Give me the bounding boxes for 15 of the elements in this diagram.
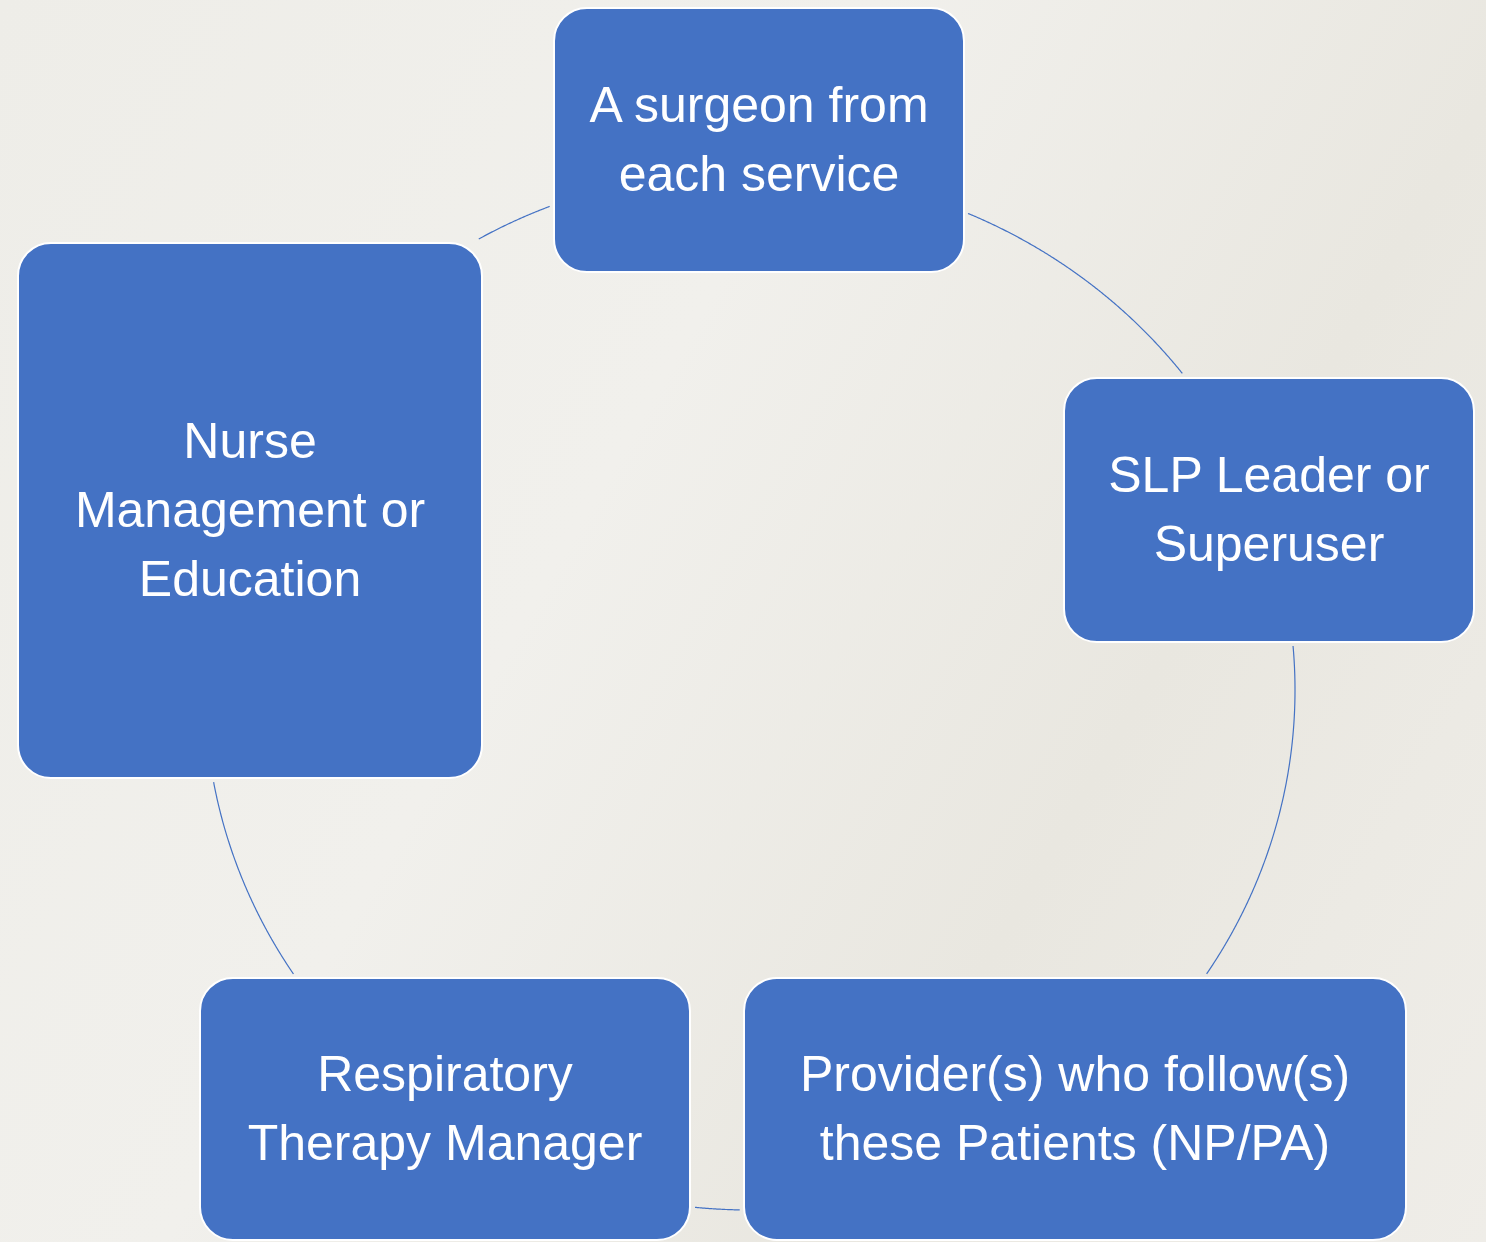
role-box <box>553 7 965 273</box>
connector-line <box>694 1206 741 1211</box>
role-box <box>17 242 483 779</box>
role-label: A surgeon from each service <box>588 76 930 204</box>
role-box <box>743 977 1407 1241</box>
role-label: Respiratory Therapy Manager <box>246 1045 644 1173</box>
connector-line <box>213 781 295 975</box>
role-label: Provider(s) who follow(s) these Patients (NP/PA) <box>798 1045 1352 1173</box>
role-label: Nurse Management or Education <box>73 412 427 609</box>
role-label: SLP Leader or Superuser <box>1107 446 1431 574</box>
connector-line <box>1205 645 1296 975</box>
role-box <box>199 977 691 1241</box>
connector-line <box>967 212 1183 374</box>
role-box <box>1063 377 1475 643</box>
connector-line <box>478 205 551 240</box>
